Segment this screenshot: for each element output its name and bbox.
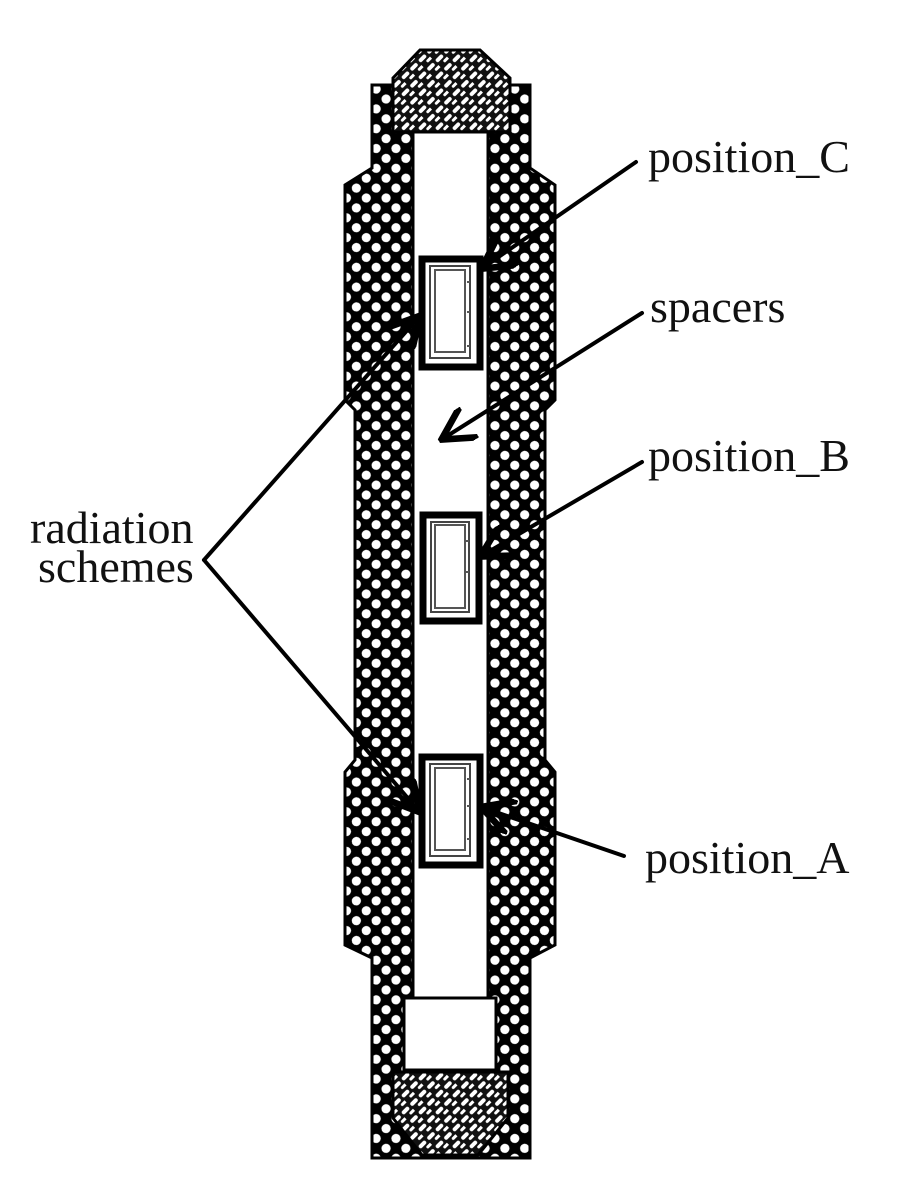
label-radiation-schemes-line1: radiation xyxy=(30,502,194,553)
label-position-b: position_B xyxy=(648,430,850,481)
sample-holder-a xyxy=(418,753,484,869)
label-position-a: position_A xyxy=(645,832,849,883)
leader-spacers xyxy=(444,311,644,438)
top-plug xyxy=(391,48,512,134)
label-position-c: position_C xyxy=(648,131,850,182)
leader-radiation-schemes-bottom xyxy=(202,558,418,810)
leader-radiation-schemes-top xyxy=(202,318,418,562)
sample-holder-c xyxy=(418,255,484,371)
bottom-spacer-block xyxy=(402,996,498,1072)
leader-position-b xyxy=(483,460,644,555)
leader-position-a xyxy=(484,808,626,858)
label-radiation-schemes-line2: schemes xyxy=(38,541,194,592)
label-spacers: spacers xyxy=(650,281,785,332)
sample-holder-b xyxy=(419,511,483,625)
bottom-plug xyxy=(391,1070,510,1157)
leader-position-c xyxy=(484,160,638,267)
